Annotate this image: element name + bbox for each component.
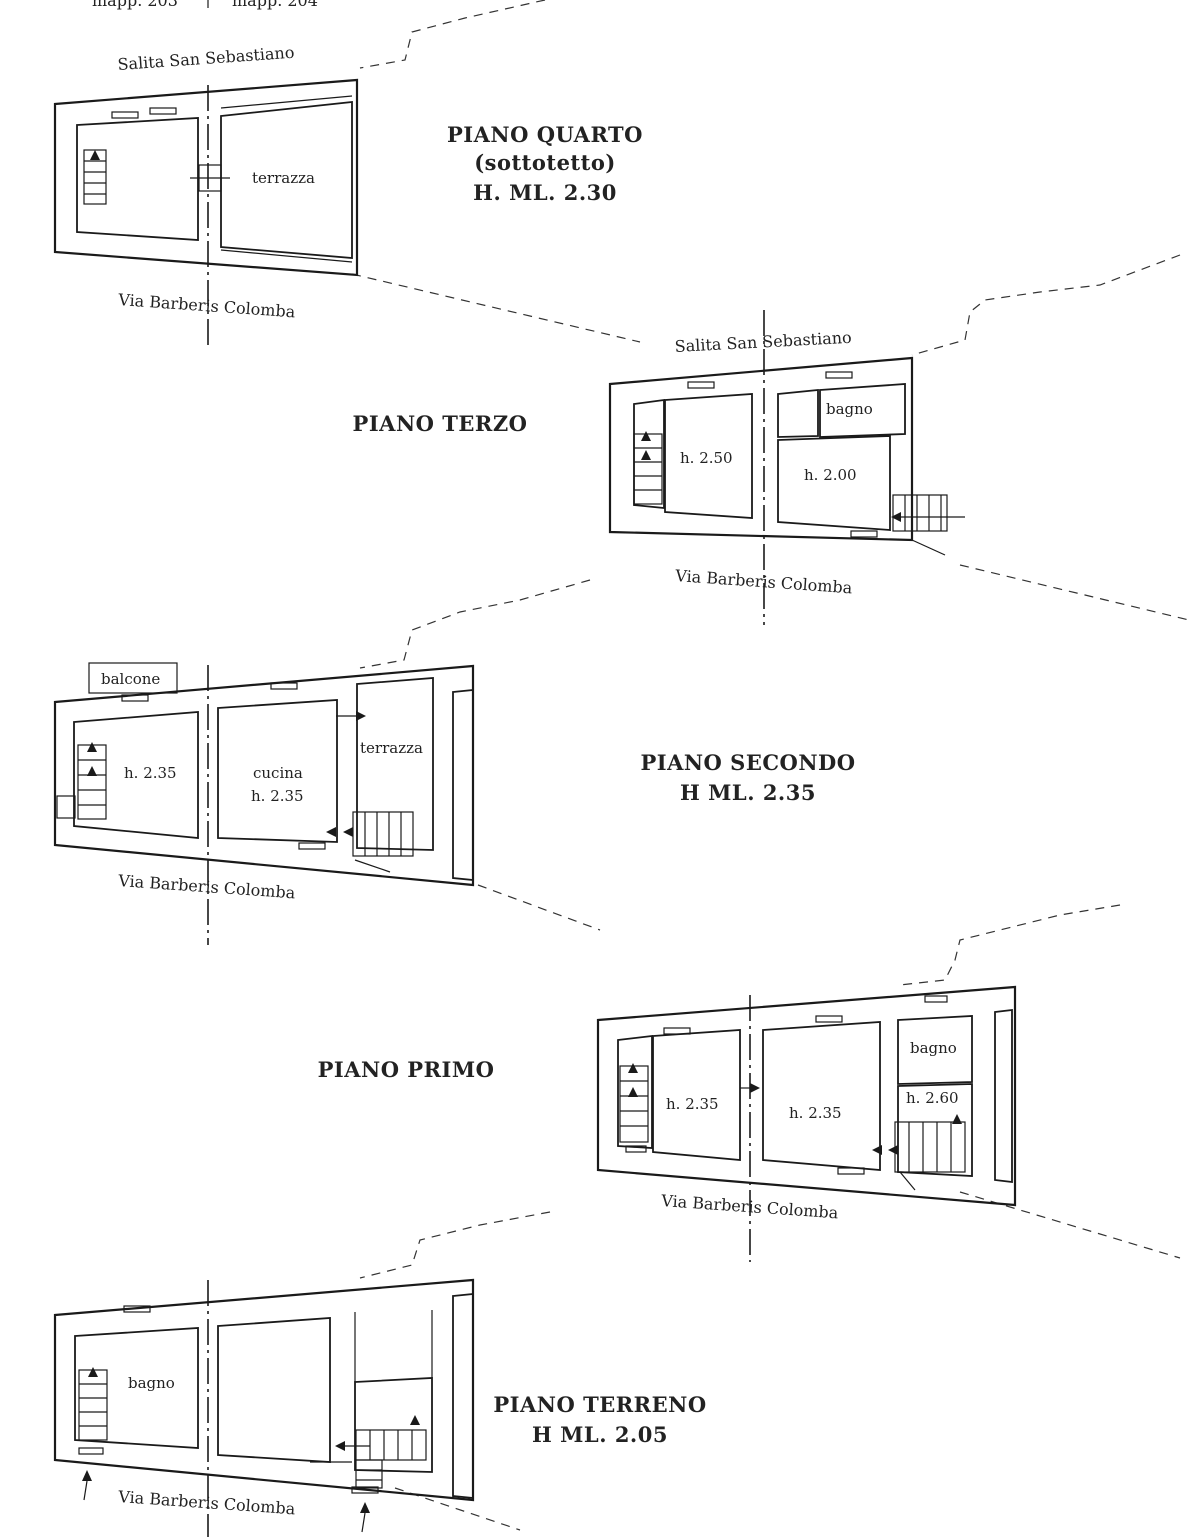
room-label-bagno-terreno: bagno bbox=[128, 1374, 175, 1392]
room-label-terrazza-secondo: terrazza bbox=[360, 739, 423, 757]
floor-title-quarto: PIANO QUARTO bbox=[447, 122, 643, 147]
street-label-lower-quarto: Via Barberis Colomba bbox=[117, 290, 297, 321]
street-label-upper-terzo: Salita San Sebastiano bbox=[674, 328, 852, 356]
street-label-lower-terreno: Via Barberis Colomba bbox=[117, 1487, 297, 1518]
floor-height-secondo: H ML. 2.35 bbox=[680, 780, 816, 805]
floor-height-terreno: H ML. 2.05 bbox=[532, 1422, 668, 1447]
street-label-lower-secondo: Via Barberis Colomba bbox=[117, 871, 297, 902]
room-label-h250-terzo: h. 2.50 bbox=[680, 449, 733, 467]
room-label-terrazza-quarto: terrazza bbox=[252, 169, 315, 187]
floor-title-terreno: PIANO TERRENO bbox=[493, 1392, 706, 1417]
top-fragment: mapp. 203 mapp. 204 bbox=[92, 0, 318, 10]
floor-title-primo: PIANO PRIMO bbox=[318, 1057, 495, 1082]
room-label-cucina: cucina bbox=[253, 764, 303, 782]
floor-plan-primo: h. 2.35 h. 2.35 bagno h. 2.60 Via Barber… bbox=[318, 904, 1181, 1262]
floor-plan-secondo: balcone h. 2.35 cucina h. 2.35 terrazza … bbox=[53, 579, 855, 945]
room-label-h200-terzo: h. 2.00 bbox=[804, 466, 857, 484]
floor-title-secondo: PIANO SECONDO bbox=[640, 750, 855, 775]
floor-subtitle-quarto: (sottotetto) bbox=[474, 150, 616, 175]
floor-height-quarto: H. ML. 2.30 bbox=[473, 180, 617, 205]
floor-plan-terreno: bagno Via Barberis Colomba PIANO TERRENO… bbox=[53, 1211, 706, 1537]
parcel-label-left: mapp. 203 bbox=[92, 0, 178, 10]
room-label-h235-secondo: h. 2.35 bbox=[124, 764, 177, 782]
street-label-upper-quarto: Salita San Sebastiano bbox=[117, 43, 295, 74]
room-label-h235b-primo: h. 2.35 bbox=[789, 1104, 842, 1122]
parcel-label-right: mapp. 204 bbox=[232, 0, 318, 10]
room-label-bagno-terzo: bagno bbox=[826, 400, 873, 418]
floor-plan-terzo: Salita San Sebastiano Via Barberis Colom… bbox=[353, 254, 1189, 625]
room-label-h260-primo: h. 2.60 bbox=[906, 1089, 959, 1107]
room-label-h235a-primo: h. 2.35 bbox=[666, 1095, 719, 1113]
room-label-bagno-primo: bagno bbox=[910, 1039, 957, 1057]
floor-plan-quarto: Salita San Sebastiano Via Barberis Colom… bbox=[53, 0, 643, 345]
room-label-balcone: balcone bbox=[101, 670, 160, 688]
floor-title-terzo: PIANO TERZO bbox=[353, 411, 528, 436]
room-label-cucina-height: h. 2.35 bbox=[251, 787, 304, 805]
